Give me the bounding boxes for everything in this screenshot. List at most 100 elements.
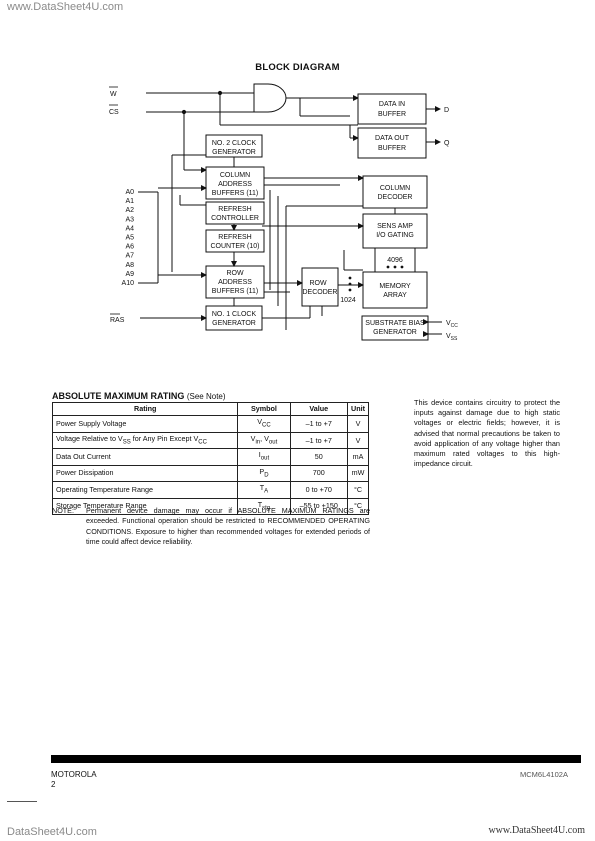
note-label: NOTE: [52, 506, 74, 515]
sens-amp-label-1: SENS AMP [377, 223, 413, 230]
cell-unit: V [347, 431, 369, 450]
input-w: W [110, 91, 117, 98]
data-out-label-1: DATA OUT [375, 135, 410, 142]
output-vss: VSS [446, 333, 458, 342]
row-dec-label-1: ROW [309, 280, 327, 287]
block-diagram-title: BLOCK DIAGRAM [255, 62, 340, 73]
table-row: Operating Temperature Range TA 0 to +70 … [51, 481, 369, 499]
protection-paragraph: This device contains circuitry to protec… [414, 398, 560, 469]
row-decoder-box [301, 267, 339, 307]
address-label: A5 [125, 235, 134, 242]
address-label: A4 [125, 225, 134, 232]
output-vcc: VCC [446, 320, 458, 329]
address-label: A3 [125, 216, 134, 223]
mem-array-label-2: ARRAY [383, 292, 407, 299]
row-addr-label-1: ROW [226, 270, 244, 277]
refresh-ctrl-label-2: CONTROLLER [211, 215, 259, 222]
cell-value: –1 to +7 [289, 431, 349, 450]
footer-left: MOTOROLA 2 [51, 770, 97, 790]
address-label: A7 [125, 253, 134, 260]
table-row: Storage Temperature Range Tstg –55 to +1… [51, 497, 369, 516]
watermark-bottom-left[interactable]: DataSheet4U.com [7, 826, 97, 838]
cell-value: –1 to +7 [289, 415, 349, 433]
no2-label-1: NO. 2 CLOCK [212, 140, 257, 147]
watermark-top[interactable]: www.DataSheet4U.com [7, 1, 124, 13]
refresh-controller-box [205, 201, 265, 225]
data-in-label-1: DATA IN [379, 101, 405, 108]
col-dec-label-2: DECODER [377, 194, 412, 201]
data-in-buffer-box [357, 93, 427, 125]
table-row: Power Supply Voltage VCC –1 to +7 V [51, 415, 369, 433]
refresh-ctrl-label-1: REFRESH [218, 206, 251, 213]
cell-unit: V [347, 415, 369, 433]
address-label: A1 [125, 198, 134, 205]
footer-rule [51, 755, 581, 763]
amr-title-text: ABSOLUTE MAXIMUM RATING [52, 391, 185, 401]
cell-unit: °C [347, 481, 369, 499]
note-block: NOTE: Permanent device damage may occur … [52, 506, 370, 548]
address-label: A0 [125, 189, 134, 196]
header-value: Value [289, 401, 349, 417]
cell-value: 50 [289, 448, 349, 466]
header-rating: Rating [51, 401, 239, 417]
cell-rating: Power Supply Voltage [51, 415, 239, 433]
ratings-table: Rating Symbol Value Unit Power Supply Vo… [51, 401, 369, 516]
refresh-cnt-label-1: REFRESH [218, 234, 251, 241]
cell-symbol: TA [237, 481, 291, 499]
data-out-buffer-box [357, 127, 427, 159]
cell-rating: Data Out Current [51, 448, 239, 466]
data-out-label-2: BUFFER [378, 145, 406, 152]
output-d: D [444, 107, 449, 114]
column-address-buffers-box [205, 166, 265, 200]
note-text: Permanent device damage may occur if ABS… [86, 506, 370, 547]
refresh-cnt-label-2: COUNTER (10) [210, 243, 259, 250]
table-row: Voltage Relative to VSS for Any Pin Exce… [51, 431, 369, 450]
substrate-bias-box [361, 315, 429, 341]
table-header-row: Rating Symbol Value Unit [51, 401, 369, 417]
row-addr-label-3: BUFFERS (11) [212, 288, 259, 295]
mem-array-label-1: MEMORY [379, 283, 411, 290]
header-symbol: Symbol [237, 401, 291, 417]
no2-label-2: GENERATOR [212, 149, 256, 156]
cell-rating: Operating Temperature Range [51, 481, 239, 499]
sens-amp-label-2: I/O GATING [376, 232, 414, 239]
watermark-bottom-right[interactable]: www.DataSheet4U.com [488, 825, 585, 836]
count-4096: 4096 [387, 257, 403, 264]
cell-value: 700 [289, 464, 349, 483]
cell-symbol: Iout [237, 448, 291, 466]
cell-rating: Storage Temperature Range [51, 497, 239, 516]
cell-unit: °C [347, 497, 369, 516]
sens-amp-box [362, 213, 428, 249]
divider [7, 801, 37, 802]
header-unit: Unit [347, 401, 369, 417]
cell-symbol: VCC [237, 415, 291, 433]
row-addr-label-2: ADDRESS [218, 279, 252, 286]
cell-symbol: Tstg [237, 497, 291, 516]
address-label: A2 [125, 207, 134, 214]
cell-symbol: PD [237, 464, 291, 483]
footer-page: 2 [51, 780, 56, 789]
address-label: A6 [125, 244, 134, 251]
table-row: Data Out Current Iout 50 mA [51, 448, 369, 466]
cell-rating: Voltage Relative to VSS for Any Pin Exce… [51, 431, 239, 450]
sub-bias-label-2: GENERATOR [373, 329, 417, 336]
no1-label-1: NO. 1 CLOCK [212, 311, 257, 318]
col-dec-label-1: COLUMN [380, 185, 410, 192]
row-dec-label-2: DECODER [302, 289, 337, 296]
output-q: Q [444, 140, 450, 147]
column-decoder-box [362, 175, 428, 209]
amr-title: ABSOLUTE MAXIMUM RATING (See Note) [52, 391, 226, 401]
and-gate [253, 83, 287, 113]
count-1024: 1024 [340, 297, 356, 304]
amr-see-note: (See Note) [186, 392, 226, 401]
sub-bias-label-1: SUBSTRATE BIAS [365, 320, 425, 327]
col-addr-label-1: COLUMN [220, 172, 250, 179]
input-cs: CS [109, 109, 119, 116]
memory-array-box [362, 271, 428, 309]
cell-symbol: Vin, Vout [237, 431, 291, 450]
footer-part-number: MCM6L4102A [520, 770, 568, 779]
cell-rating: Power Dissipation [51, 464, 239, 483]
col-addr-label-3: BUFFERS (11) [212, 190, 259, 197]
